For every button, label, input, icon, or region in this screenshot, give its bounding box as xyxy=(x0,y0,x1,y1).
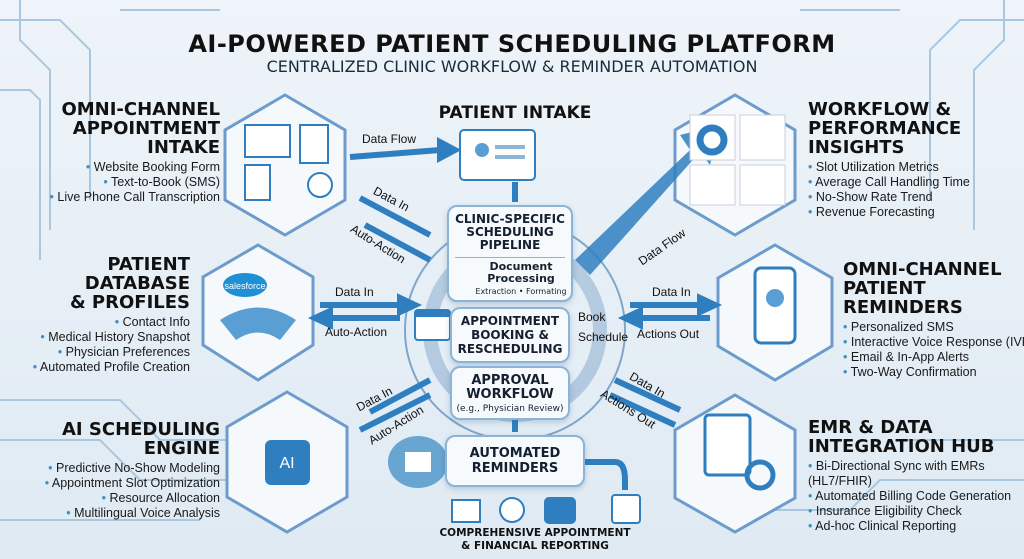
svg-text:salesforce: salesforce xyxy=(224,281,265,291)
data-flow-arrow xyxy=(575,125,720,275)
tag-book: Book xyxy=(578,310,606,324)
pipeline-box: CLINIC-SPECIFIC SCHEDULING PIPELINE Docu… xyxy=(447,205,573,302)
intake-icon-box xyxy=(459,129,536,181)
dashboard-icon xyxy=(689,114,786,206)
label-actions-out: Actions Out xyxy=(637,327,700,341)
phone-bell-icon xyxy=(753,266,797,345)
label-data-in: Data In xyxy=(652,285,691,299)
booking-box: APPOINTMENT BOOKING & RESCHEDULING xyxy=(450,307,570,363)
page-title: AI-POWERED PATIENT SCHEDULING PLATFORM xyxy=(188,30,836,58)
salesforce-logo: salesforce xyxy=(223,273,267,297)
svg-text:AI: AI xyxy=(279,455,294,472)
handshake-icon xyxy=(220,307,296,340)
tag-schedule: Schedule xyxy=(578,330,629,344)
label-data-in: Data In xyxy=(335,285,374,299)
clipboard-gear-icon xyxy=(703,413,776,491)
brain-icon xyxy=(388,436,448,488)
patient-intake-title: PATIENT INTAKE xyxy=(438,103,592,123)
ai-chip-icon: AI xyxy=(265,440,310,485)
calendar-icon xyxy=(414,309,451,341)
reporting-label: COMPREHENSIVE APPOINTMENT& FINANCIAL REP… xyxy=(439,527,631,552)
approval-box: APPROVAL WORKFLOW(e.g., Physician Review… xyxy=(450,366,570,420)
label-auto-action: Auto-Action xyxy=(325,325,388,339)
report-icons xyxy=(451,494,641,524)
label-data-flow: Data Flow xyxy=(362,132,417,146)
page-subtitle: CENTRALIZED CLINIC WORKFLOW & REMINDER A… xyxy=(266,57,758,76)
automated-reminders-box: AUTOMATED REMINDERS xyxy=(445,435,585,487)
devices-icon xyxy=(244,124,333,201)
